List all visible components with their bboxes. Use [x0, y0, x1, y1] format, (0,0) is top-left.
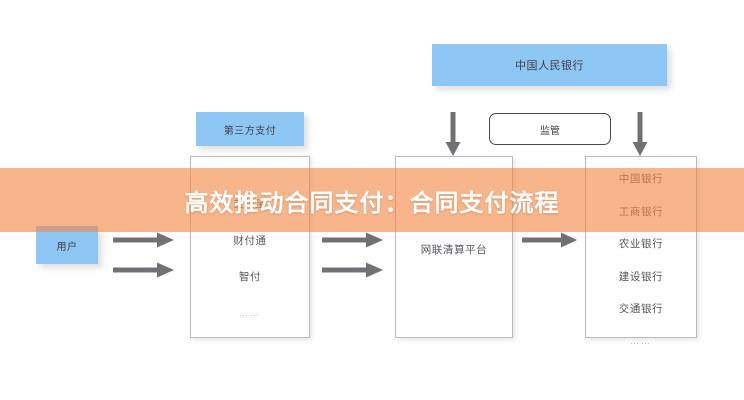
arrow-down-right-icon [632, 112, 648, 157]
arrow-right-user-bottom-icon [113, 262, 175, 278]
arrow-right-providers-top-icon [322, 232, 384, 248]
arrow-right-user-top-icon [113, 232, 175, 248]
node-central-bank: 中国人民银行 [432, 44, 667, 86]
list-item: 建设银行 [618, 270, 664, 283]
list-item-ellipsis: …… [630, 335, 652, 346]
arrow-right-providers-bottom-icon [322, 262, 384, 278]
node-user-label: 用户 [56, 241, 78, 253]
overlay-title: 高效推动合同支付：合同支付流程 [184, 189, 560, 217]
node-supervision-label: 监管 [540, 125, 560, 137]
node-central-bank-label: 中国人民银行 [515, 60, 584, 72]
list-item: 网联清算平台 [420, 244, 488, 256]
arrow-down-left-icon [445, 112, 461, 157]
node-supervision: 监管 [489, 113, 611, 145]
arrow-right-clearing-to-banks-icon [522, 232, 578, 248]
list-item-ellipsis: …… [239, 307, 261, 318]
list-item: 智付 [238, 271, 262, 283]
overlay-banner: 高效推动合同支付：合同支付流程 [0, 168, 744, 232]
node-third-party-payment-label: 第三方支付 [223, 125, 277, 137]
list-item: 农业银行 [618, 238, 664, 250]
list-item: 交通银行 [618, 303, 664, 315]
node-user: 用户 [36, 226, 98, 264]
list-item: 财付通 [233, 234, 267, 247]
node-third-party-payment: 第三方支付 [196, 112, 304, 146]
